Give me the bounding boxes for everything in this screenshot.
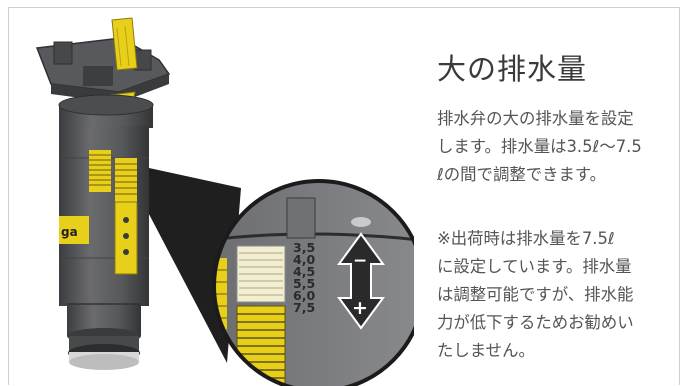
scale-tick: 5,5 bbox=[293, 276, 315, 291]
scale-tick: 4,0 bbox=[293, 252, 315, 267]
brand-sticker: ga bbox=[59, 216, 89, 244]
section-title: 大の排水量 bbox=[437, 52, 588, 86]
flush-valve-illustration: ga bbox=[35, 17, 414, 386]
minus-sign: − bbox=[353, 251, 367, 271]
zoom-wedge bbox=[129, 168, 241, 363]
note-line: 力が低下するためお勧めい bbox=[437, 313, 634, 332]
note-line: たしません。 bbox=[437, 341, 535, 360]
description-line: します。排水量は3.5ℓ〜7.5 bbox=[437, 137, 642, 156]
adjust-arrow bbox=[337, 232, 385, 330]
content-panel: ga bbox=[8, 7, 680, 386]
yellow-float-bar bbox=[114, 201, 138, 275]
plus-sign: + bbox=[352, 297, 368, 319]
scale-tick: 6,0 bbox=[293, 288, 315, 303]
brand-mark: ga bbox=[61, 225, 78, 239]
valve-top-bracket bbox=[35, 37, 171, 103]
scale-tick: 7,5 bbox=[293, 300, 315, 315]
note-line: は調整可能ですが、排水能 bbox=[437, 285, 634, 304]
scale-tick: 4,5 bbox=[293, 264, 315, 279]
description-line: 排水弁の大の排水量を設定 bbox=[437, 109, 634, 128]
description-line: ℓの間で調整できます。 bbox=[437, 165, 607, 184]
magnifier-ring bbox=[212, 179, 414, 386]
note-text: ※出荷時は排水量を7.5ℓ に設定しています。排水量 は調整可能ですが、排水能 … bbox=[437, 225, 679, 365]
description-text: 排水弁の大の排水量を設定 します。排水量は3.5ℓ〜7.5 ℓの間で調整できます… bbox=[437, 105, 679, 189]
note-line: ※出荷時は排水量を7.5ℓ bbox=[437, 229, 615, 248]
scale-tick: 3,5 bbox=[293, 240, 315, 255]
note-line: に設定しています。排水量 bbox=[437, 257, 632, 276]
small-scale-grille bbox=[89, 150, 137, 202]
